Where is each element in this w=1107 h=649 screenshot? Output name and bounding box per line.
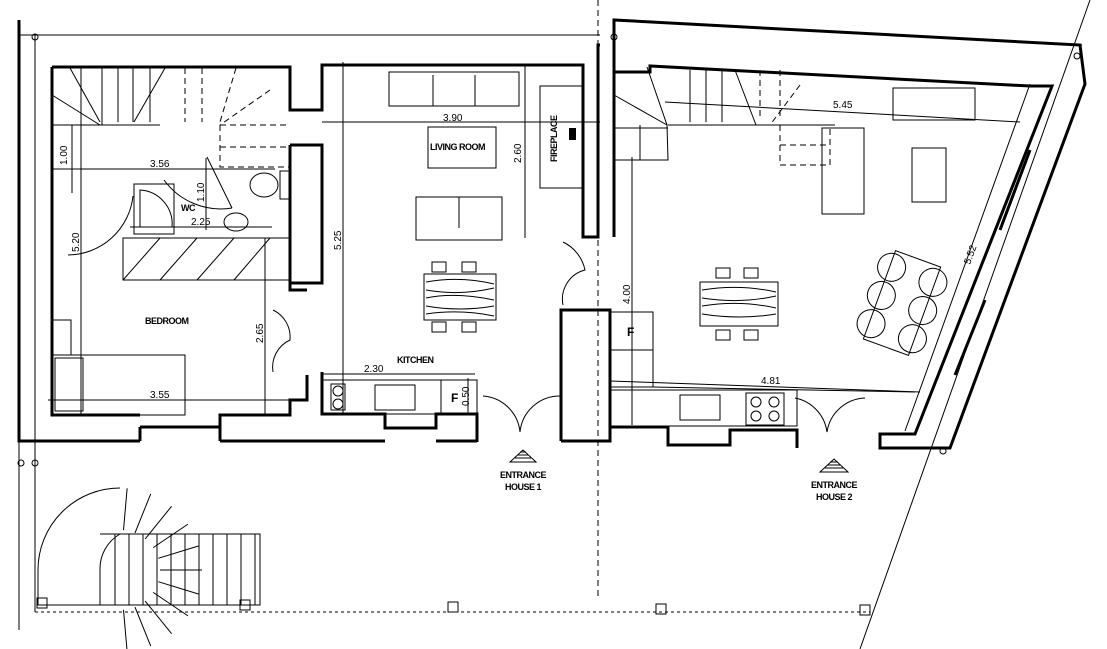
svg-text:ENTRANCE: ENTRANCE xyxy=(811,480,857,490)
wc-fixtures xyxy=(122,156,291,281)
fireplace-box xyxy=(539,85,584,189)
house-2-furniture xyxy=(609,87,976,427)
stairs-house-2 xyxy=(613,66,835,166)
dim-wc-depth: 1.10 xyxy=(196,182,207,202)
dim-house2-kitchen: 4.81 xyxy=(761,376,781,387)
dim-bedroom-depth: 5.20 xyxy=(71,232,82,252)
bed xyxy=(51,319,186,416)
dim-house1-depth: 5.25 xyxy=(333,230,344,250)
dimension-lines xyxy=(48,62,1031,432)
boundary-posts xyxy=(36,597,871,616)
dim-bedroom-side: 2.65 xyxy=(255,323,266,343)
entrance-house-2: ENTRANCE HOUSE 2 xyxy=(811,458,858,502)
svg-text:HOUSE 2: HOUSE 2 xyxy=(816,492,853,502)
dimension-labels: 3.90 2.60 5.25 3.56 1.00 1.10 2.25 5.20 … xyxy=(59,100,980,406)
dim-house2-width: 5.45 xyxy=(833,100,853,111)
label-fireplace: FIREPLACE xyxy=(549,115,559,162)
dim-wc-inner: 2.25 xyxy=(191,217,211,228)
spiral-stair xyxy=(37,487,261,649)
dim-stair-gap: 1.00 xyxy=(59,145,70,165)
label-kitchen: KITCHEN xyxy=(397,355,434,365)
dim-house2-depth: 4.00 xyxy=(622,284,633,304)
label-fridge-1: F xyxy=(451,391,458,405)
entrance-house-1: ENTRANCE HOUSE 1 xyxy=(500,449,547,492)
dim-bedroom-width: 3.55 xyxy=(150,390,170,401)
dim-wc-width: 3.56 xyxy=(150,159,170,170)
entrance-arrow-icon xyxy=(508,449,538,463)
entrance-arrow-icon xyxy=(818,458,850,473)
dim-kitchen-depth: 0.50 xyxy=(461,386,472,406)
label-bedroom: BEDROOM xyxy=(145,316,189,326)
house-1-walls xyxy=(17,20,600,443)
living-room-furniture xyxy=(388,71,584,241)
label-fridge-2: F xyxy=(627,325,634,339)
dim-kitchen-width: 2.30 xyxy=(364,364,384,375)
dim-living-width: 3.90 xyxy=(443,113,463,124)
dim-living-depth: 2.60 xyxy=(513,143,524,163)
dining-table-1 xyxy=(423,261,497,333)
label-living-room: LIVING ROOM xyxy=(430,142,485,152)
house-2-walls xyxy=(561,18,1087,450)
stairs-house-1 xyxy=(51,67,290,168)
doors xyxy=(67,149,1032,433)
dim-house2-diag: 5.52 xyxy=(962,244,979,266)
room-labels: LIVING ROOM FIREPLACE WC BEDROOM KITCHEN… xyxy=(145,115,635,405)
svg-text:ENTRANCE: ENTRANCE xyxy=(500,470,546,480)
label-wc: WC xyxy=(181,203,196,213)
svg-text:HOUSE 1: HOUSE 1 xyxy=(505,482,542,492)
